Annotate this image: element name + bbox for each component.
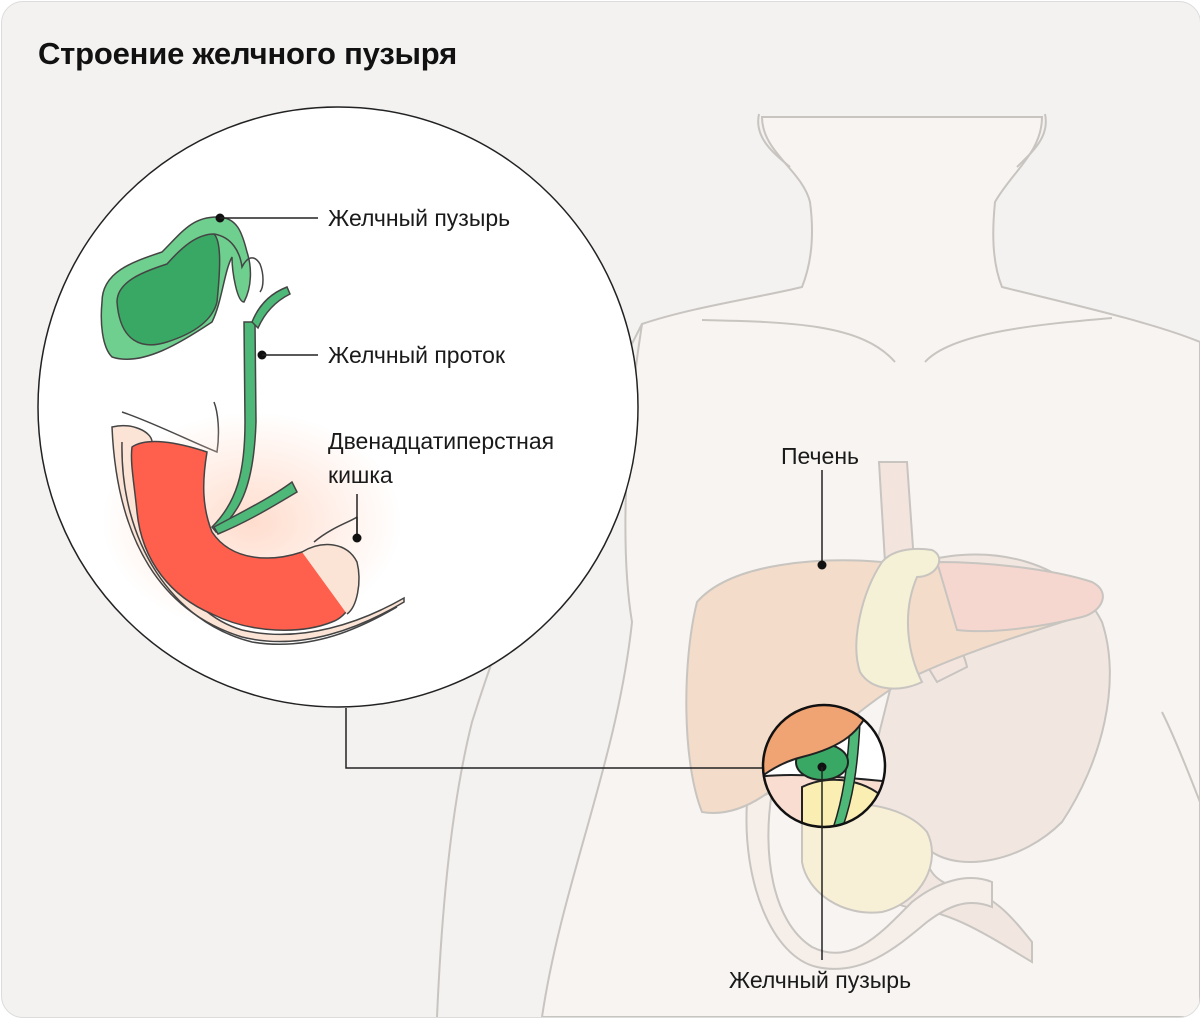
zoom-connector-line — [345, 708, 762, 769]
zoom-gallbladder-neck — [213, 233, 264, 293]
liver-lobe — [935, 560, 1104, 633]
zoom-duodenum-label-line1: Двенадцатиперстная — [328, 428, 554, 454]
right-clavicle — [924, 317, 1113, 363]
zoom-duodenum-cap — [301, 543, 360, 615]
zoom-duodenum-dot — [352, 533, 362, 543]
body-gallbladder-label: Желчный пузырь — [729, 967, 911, 993]
duodenum-body — [745, 790, 993, 970]
zoom-cystic-duct — [251, 286, 291, 330]
organs — [685, 461, 1111, 970]
body-liver-label: Печень — [781, 443, 859, 469]
liver-leader-dot — [817, 560, 827, 570]
zoom-bile-duct-label: Желчный проток — [328, 342, 506, 368]
zoom-duodenum-tail — [313, 516, 358, 543]
left-clavicle — [701, 319, 896, 363]
inferior-vena-cava — [855, 547, 941, 690]
neck-left — [757, 113, 791, 168]
zoom-duodenum-label-line2: кишка — [328, 462, 393, 488]
zoom-circle — [37, 106, 639, 708]
neck-right — [1016, 113, 1047, 168]
zoom-gallbladder-label: Желчный пузырь — [328, 205, 510, 231]
zoom-gallbladder — [116, 233, 221, 346]
right-arm-outline — [1161, 711, 1200, 803]
page-title: Строение желчного пузыря — [38, 36, 458, 71]
zoom-bile-duct-lower — [212, 480, 298, 535]
zoom-duodenum-wall — [121, 441, 398, 646]
